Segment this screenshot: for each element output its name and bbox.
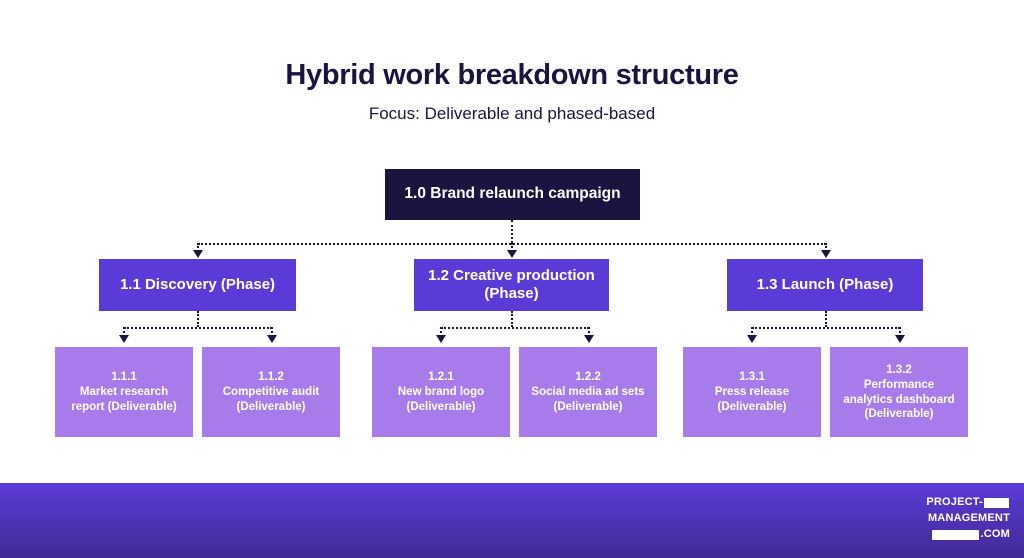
arrow-phase-1-3-to-1-3-1 xyxy=(747,335,757,343)
connector-phase-1-2-bus xyxy=(441,327,589,329)
connector-root-to-phase-1-3 xyxy=(825,243,827,252)
node-label: Market research report (Deliverable) xyxy=(71,386,177,413)
node-deliverable-1-1-1[interactable]: 1.1.1 Market research report (Deliverabl… xyxy=(55,347,193,437)
node-label: 1.3 Launch (Phase) xyxy=(756,275,894,293)
node-deliverable-1-2-2[interactable]: 1.2.2 Social media ad sets (Deliverable) xyxy=(519,347,657,437)
arrow-root-to-phase-1-3 xyxy=(821,250,831,258)
node-deliverable-1-1-2[interactable]: 1.1.2 Competitive audit (Deliverable) xyxy=(202,347,340,437)
arrow-phase-1-3-to-1-3-2 xyxy=(895,335,905,343)
node-label: 1.2 Creative production (Phase) xyxy=(428,266,595,302)
connector-phase-1-2-stem xyxy=(511,311,513,327)
logo-line-2: MANAGEMENT xyxy=(926,511,1010,527)
connector-phase-1-3-to-1-3-2 xyxy=(899,327,901,337)
node-phase-1-3[interactable]: 1.3 Launch (Phase) xyxy=(727,259,923,311)
logo-text-project: PROJECT- xyxy=(926,496,983,509)
connector-phase-1-1-stem xyxy=(197,311,199,327)
logo-block-icon xyxy=(984,498,1009,508)
node-label: Competitive audit (Deliverable) xyxy=(222,386,320,413)
connector-phase-1-3-bus xyxy=(752,327,900,329)
connector-phase-1-1-to-1-1-2 xyxy=(271,327,273,337)
node-label: Social media ad sets (Deliverable) xyxy=(531,386,645,413)
brand-logo: PROJECT- MANAGEMENT .COM xyxy=(926,495,1010,543)
node-deliverable-1-3-2[interactable]: 1.3.2 Performance analytics dashboard (D… xyxy=(830,347,968,437)
arrow-phase-1-1-to-1-1-1 xyxy=(119,335,129,343)
connector-root-to-phase-1-1 xyxy=(197,243,199,252)
header: Hybrid work breakdown structure Focus: D… xyxy=(0,58,1024,124)
connector-phase-1-3-to-1-3-1 xyxy=(751,327,753,337)
arrow-phase-1-2-to-1-2-1 xyxy=(436,335,446,343)
node-label: New brand logo (Deliverable) xyxy=(397,386,485,413)
connector-phase-1-2-to-1-2-1 xyxy=(440,327,442,337)
node-code: 1.1.2 xyxy=(258,371,284,384)
arrow-root-to-phase-1-2 xyxy=(507,250,517,258)
node-code: 1.1.1 xyxy=(111,371,137,384)
connector-root-stem xyxy=(511,220,513,243)
connector-phase-1-2-to-1-2-2 xyxy=(588,327,590,337)
node-deliverable-1-3-1[interactable]: 1.3.1 Press release (Deliverable) xyxy=(683,347,821,437)
node-phase-1-1[interactable]: 1.1 Discovery (Phase) xyxy=(99,259,296,311)
node-phase-1-2[interactable]: 1.2 Creative production (Phase) xyxy=(414,259,609,311)
node-code: 1.3.1 xyxy=(739,371,765,384)
logo-block-icon xyxy=(932,530,980,540)
page-title: Hybrid work breakdown structure xyxy=(285,59,739,91)
logo-line-3: .COM xyxy=(926,527,1010,543)
node-deliverable-1-2-1[interactable]: 1.2.1 New brand logo (Deliverable) xyxy=(372,347,510,437)
footer-band: PROJECT- MANAGEMENT .COM xyxy=(0,483,1024,558)
node-code: 1.2.2 xyxy=(575,371,601,384)
connector-phase-1-3-stem xyxy=(825,311,827,327)
arrow-phase-1-2-to-1-2-2 xyxy=(584,335,594,343)
logo-line-1: PROJECT- xyxy=(926,495,1010,511)
arrow-root-to-phase-1-1 xyxy=(193,250,203,258)
node-code: 1.3.2 xyxy=(886,364,912,377)
node-label: 1.1 Discovery (Phase) xyxy=(119,275,276,293)
node-label: Press release (Deliverable) xyxy=(714,386,790,413)
page-subtitle: Focus: Deliverable and phased-based xyxy=(368,103,656,123)
connector-phase-1-1-bus xyxy=(124,327,272,329)
arrow-phase-1-1-to-1-1-2 xyxy=(267,335,277,343)
wbs-diagram: 1.0 Brand relaunch campaign 1.1 Discover… xyxy=(55,169,968,437)
node-root-1-0[interactable]: 1.0 Brand relaunch campaign xyxy=(385,169,640,220)
connector-root-to-phase-1-2 xyxy=(511,243,513,252)
node-code: 1.2.1 xyxy=(428,371,454,384)
logo-text-com: .COM xyxy=(980,528,1010,541)
node-label: Performance analytics dashboard (Deliver… xyxy=(843,379,955,420)
connector-phase-1-1-to-1-1-1 xyxy=(123,327,125,337)
logo-text-management: MANAGEMENT xyxy=(927,512,1010,525)
node-label: 1.0 Brand relaunch campaign xyxy=(404,185,621,203)
